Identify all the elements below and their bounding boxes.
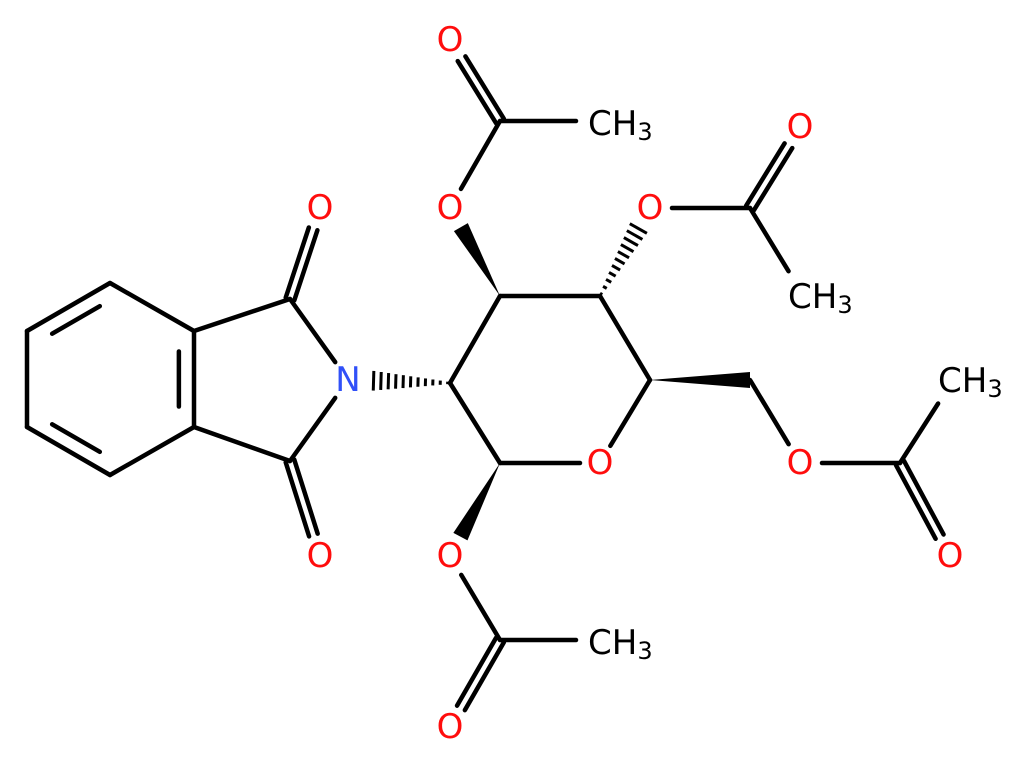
carbonyl-oxygen-label: O [937,536,964,576]
single-bond [191,424,293,464]
methyl-label: CH3 [588,623,653,665]
hash-line [614,257,626,266]
hash-line [617,250,630,260]
carbonyl-double-bond [893,462,938,542]
carbonyl-double-bond [743,141,787,208]
methyl-label: CH3 [588,104,653,146]
carbonyl-double-bond [463,54,507,121]
carbonyl-double-bond [455,58,499,126]
carbonyl-double-bond [454,635,499,708]
hash-line [608,271,617,278]
carbonyl-double-bond [462,639,507,713]
hash-line [599,292,604,296]
single-bond [287,296,338,365]
benzene-bond [107,424,197,478]
hash-line [629,222,648,235]
carbonyl-oxygen-label: O [787,107,814,147]
wedge-bond-c5-ch2 [650,372,750,388]
aromatic-inner-bond [49,422,103,455]
hash-line [620,243,635,254]
benzene-bond [24,424,113,478]
carbonyl-double-bond [283,225,312,300]
ester-oxygen-label: O [787,443,814,483]
single-bond [459,572,503,643]
carbonyl-oxygen-label: O [437,20,464,60]
ester-oxygen-label: O [637,188,664,228]
single-bond [897,401,941,466]
hashed-bond-c4-o [599,222,648,296]
carbonyl-double-bond [751,145,795,213]
ester-oxygen-label: O [437,188,464,228]
carbonyl-double-bond [283,460,312,539]
single-bond [191,296,293,334]
single-bond [447,380,503,466]
hash-line [623,236,639,247]
hashed-bond-c2-n [371,370,450,391]
hash-line [611,264,621,272]
hash-line [626,229,644,241]
methyl-label: CH3 [938,361,1003,403]
carbonyl-double-bond [901,458,946,537]
bonds [24,54,946,713]
imide-oxygen-label: O [307,536,334,576]
single-bond [747,377,791,447]
wedge-bond-c1-o [453,463,500,541]
single-bond [608,377,653,449]
wedge-bond-c3-o [453,223,500,296]
single-bond [747,205,791,274]
aromatic-inner-bond [49,303,103,336]
carbonyl-oxygen-label: O [437,707,464,747]
ester-oxygen-label: O [437,536,464,576]
hash-line [371,370,376,391]
hash-line [379,371,383,390]
nitrogen-label: N [335,360,360,400]
single-bond [597,293,653,383]
benzene-bond [107,280,197,334]
single-bond [447,293,503,386]
single-bond [458,118,503,192]
hash-line [602,285,608,290]
methyl-label: CH3 [788,277,853,319]
hash-line [605,278,612,284]
benzene-bond [24,280,113,334]
carbonyl-double-bond [292,228,320,303]
carbonyl-double-bond [292,457,320,536]
ring-oxygen-label: O [587,443,614,483]
single-bond [287,395,338,464]
imide-oxygen-label: O [307,188,334,228]
